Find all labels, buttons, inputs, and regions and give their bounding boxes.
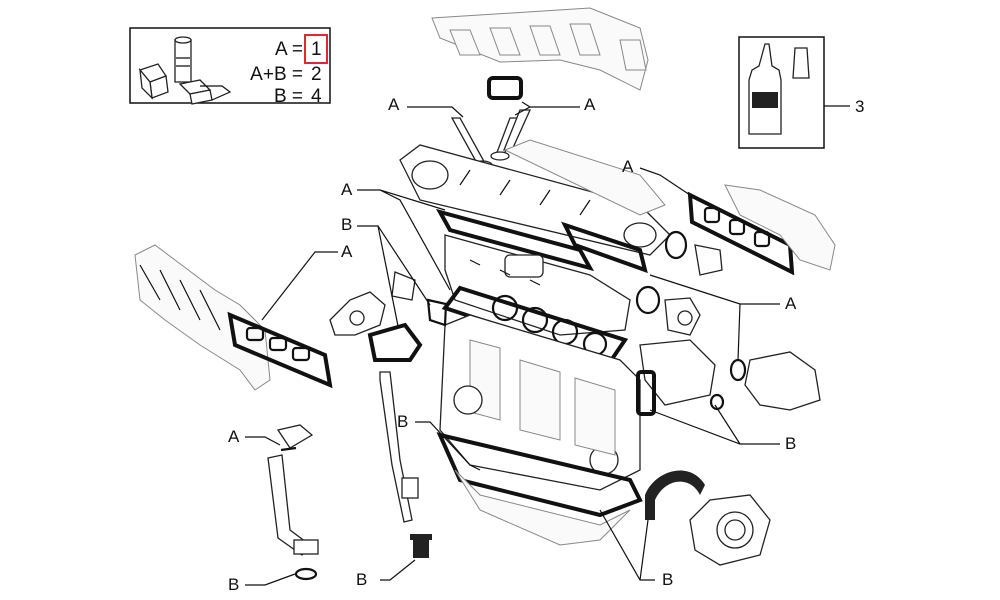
callout-b: B <box>228 575 239 594</box>
exhaust-manifold-right <box>664 184 836 276</box>
legend-row1-label: A = <box>275 39 303 60</box>
legend-row2-value: 2 <box>311 64 322 85</box>
legend-row3-label: B = <box>274 86 303 107</box>
legend-row2-label: A+B = <box>250 64 303 85</box>
sealant-kit-box: 3 <box>738 36 864 149</box>
callout-b: B <box>356 570 367 589</box>
legend-row3-value: 4 <box>311 86 322 107</box>
callout-b: B <box>662 570 673 589</box>
gasket-kit-legend: A = 1 A+B = 2 B = 4 <box>129 27 331 107</box>
callout-b: B <box>397 412 408 431</box>
callout-labels: A A A A B A A B B A B B B <box>228 95 797 594</box>
intake-manifold-top <box>431 7 649 100</box>
callout-b: B <box>341 215 352 234</box>
callout-a: A <box>341 180 353 199</box>
sealant-cap-icon <box>792 47 810 79</box>
leader-lines <box>245 101 780 586</box>
legend-row1-value: 1 <box>311 39 322 60</box>
left-manifold <box>134 244 333 391</box>
legend-highlight-box <box>304 34 328 64</box>
engine-block <box>439 314 641 491</box>
callout-a: A <box>584 95 596 114</box>
sealant-tube-icon <box>748 43 782 135</box>
oil-pickup-pipe <box>267 424 319 581</box>
callout-a: A <box>341 242 353 261</box>
callout-a: A <box>785 294 797 313</box>
callout-a: A <box>622 157 634 176</box>
callout-sealant-number: 3 <box>855 97 864 116</box>
rear-crank-seal <box>645 470 771 566</box>
callout-a: A <box>388 95 400 114</box>
callout-b: B <box>785 434 796 453</box>
thermostat-housing-left <box>329 271 448 336</box>
callout-a: A <box>228 427 240 446</box>
camshaft-housing <box>399 139 671 256</box>
oil-sump <box>436 432 643 546</box>
drain-plug <box>410 534 432 558</box>
cam-cover-gasket <box>435 208 648 274</box>
dipstick-tube <box>367 322 423 523</box>
product-boxes-icon <box>138 36 232 105</box>
